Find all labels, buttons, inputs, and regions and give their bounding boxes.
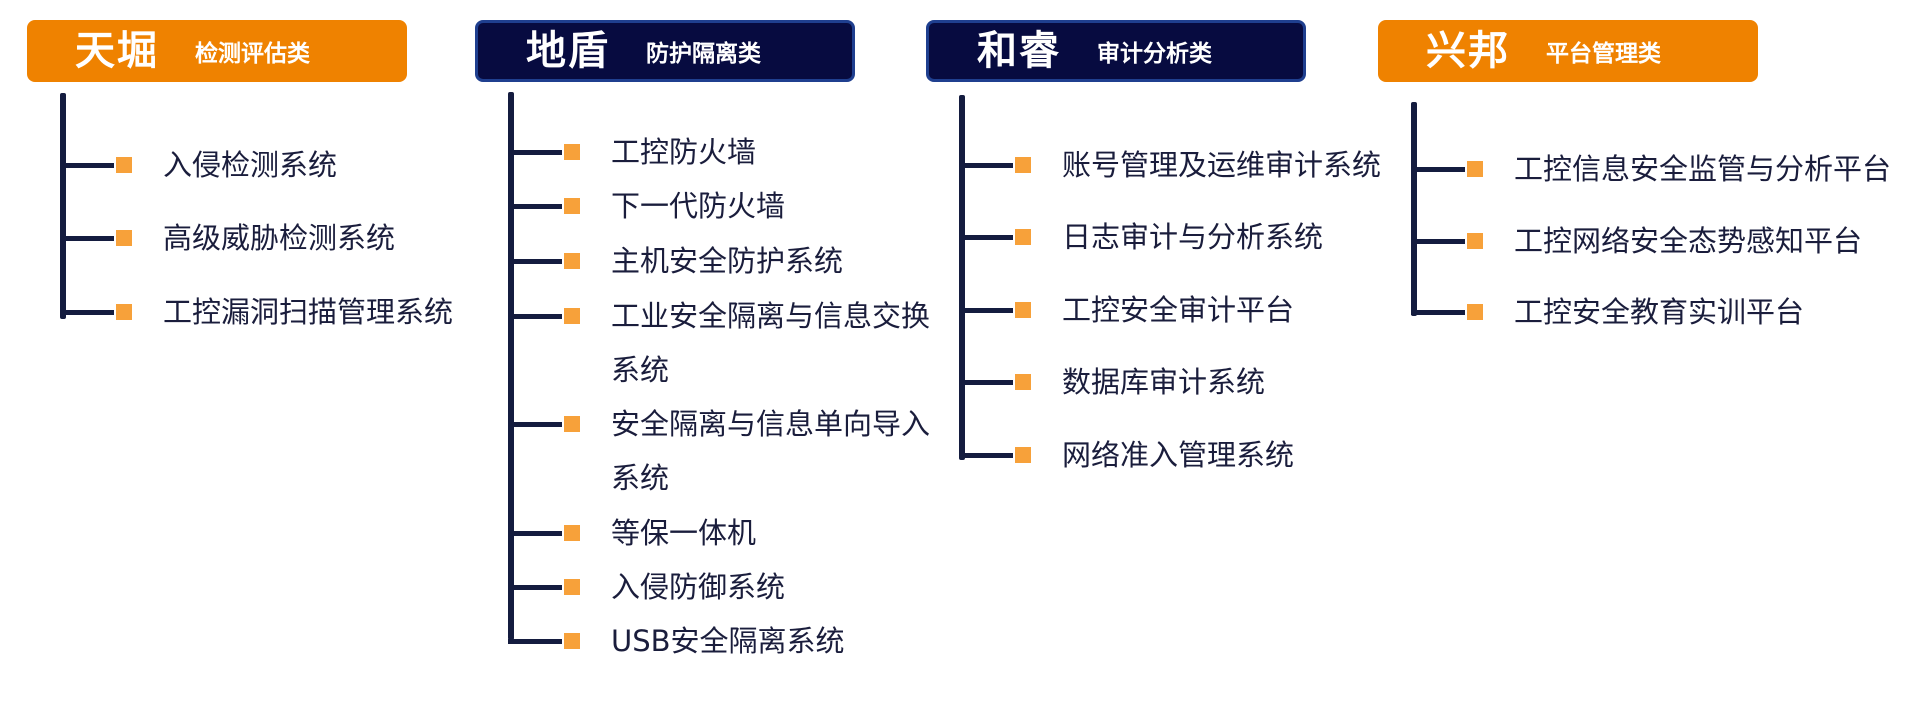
bullet-square-icon — [1015, 229, 1031, 245]
tree-branch — [1411, 239, 1465, 244]
tree-trunk — [1411, 102, 1417, 316]
tree-branch — [959, 380, 1013, 385]
brand-name: 地盾 — [526, 28, 610, 74]
bullet-square-icon — [1467, 161, 1483, 177]
product-label: 工控安全审计平台 — [1062, 293, 1295, 327]
tree-branch — [1411, 310, 1465, 315]
tree-trunk — [959, 95, 965, 460]
bullet-square-icon — [1015, 157, 1031, 173]
category-name: 审计分析类 — [1097, 41, 1212, 67]
tree-branch — [959, 308, 1013, 313]
product-label: USB安全隔离系统 — [611, 624, 845, 658]
tree-branch — [959, 163, 1013, 168]
product-label: 主机安全防护系统 — [611, 244, 844, 278]
product-item: 工控漏洞扫描管理系统 — [60, 292, 580, 332]
product-item: 入侵检测系统 — [60, 145, 580, 185]
product-item: 高级威胁检测系统 — [60, 218, 580, 258]
product-column-xingbang: 兴邦 平台管理类 工控信息安全监管与分析平台 工控网络安全态势感知平台 工控安全… — [1378, 0, 1898, 728]
product-label: 网络准入管理系统 — [1062, 438, 1295, 472]
bullet-square-icon — [116, 230, 132, 246]
tree-branch — [1411, 167, 1465, 172]
product-label: 安全隔离与信息单向导入系统 — [611, 407, 931, 495]
product-column-tianjue: 天堀 检测评估类 入侵检测系统 高级威胁检测系统 工控漏洞扫描管理系统 — [27, 0, 467, 728]
category-name: 平台管理类 — [1546, 41, 1661, 67]
product-item: 等保一体机 — [508, 513, 1028, 553]
product-column-dedun: 地盾 防护隔离类 工控防火墙 下一代防火墙 主机安全防护系统 工业安全隔离与信息… — [475, 0, 930, 728]
tree-branch — [508, 150, 562, 155]
product-item: 工控安全审计平台 — [959, 290, 1479, 330]
tree-branch — [508, 531, 562, 536]
bullet-square-icon — [564, 416, 580, 432]
brand-name: 兴邦 — [1426, 28, 1510, 74]
bullet-square-icon — [564, 579, 580, 595]
product-label: 工控安全教育实训平台 — [1514, 295, 1805, 329]
category-name: 防护隔离类 — [646, 41, 761, 67]
product-label: 下一代防火墙 — [611, 189, 786, 223]
product-label: 工控漏洞扫描管理系统 — [163, 295, 454, 329]
tree-branch — [60, 310, 114, 315]
category-name: 检测评估类 — [195, 41, 310, 67]
tree-trunk — [60, 93, 66, 319]
product-label: 数据库审计系统 — [1062, 365, 1266, 399]
product-item: 主机安全防护系统 — [508, 241, 1028, 281]
bullet-square-icon — [564, 525, 580, 541]
bullet-square-icon — [1467, 304, 1483, 320]
product-label: 入侵防御系统 — [611, 570, 786, 604]
product-label: 工控信息安全监管与分析平台 — [1514, 152, 1892, 186]
product-item: 工业安全隔离与信息交换系统 — [508, 296, 1028, 387]
bullet-square-icon — [564, 144, 580, 160]
category-header: 地盾 防护隔离类 — [475, 20, 855, 82]
product-label: 工业安全隔离与信息交换系统 — [611, 299, 931, 387]
bullet-square-icon — [1467, 233, 1483, 249]
bullet-square-icon — [116, 157, 132, 173]
product-label: 工控防火墙 — [611, 135, 757, 169]
product-item: 入侵防御系统 — [508, 567, 1028, 607]
tree-branch — [508, 204, 562, 209]
product-label: 账号管理及运维审计系统 — [1062, 148, 1382, 182]
bullet-square-icon — [1015, 374, 1031, 390]
product-item: USB安全隔离系统 — [508, 621, 1028, 661]
tree-trunk — [508, 92, 514, 640]
product-item: 工控防火墙 — [508, 132, 1028, 172]
category-header: 和睿 审计分析类 — [926, 20, 1306, 82]
bullet-square-icon — [564, 633, 580, 649]
product-label: 高级威胁检测系统 — [163, 221, 396, 255]
tree-branch — [508, 585, 562, 590]
product-item: 工控信息安全监管与分析平台 — [1411, 149, 1920, 189]
tree-branch — [60, 236, 114, 241]
product-item: 网络准入管理系统 — [959, 435, 1479, 475]
bullet-square-icon — [1015, 447, 1031, 463]
brand-name: 天堀 — [75, 28, 159, 74]
tree-branch — [508, 314, 562, 319]
product-item: 工控网络安全态势感知平台 — [1411, 221, 1920, 261]
bullet-square-icon — [116, 304, 132, 320]
bullet-square-icon — [564, 308, 580, 324]
product-item: 下一代防火墙 — [508, 186, 1028, 226]
product-item: 安全隔离与信息单向导入系统 — [508, 404, 1028, 495]
tree-branch — [508, 422, 562, 427]
tree-branch — [508, 639, 562, 644]
tree-branch — [959, 235, 1013, 240]
product-column-herui: 和睿 审计分析类 账号管理及运维审计系统 日志审计与分析系统 工控安全审计平台 … — [926, 0, 1396, 728]
tree-branch — [508, 259, 562, 264]
product-item: 工控安全教育实训平台 — [1411, 292, 1920, 332]
product-item: 数据库审计系统 — [959, 362, 1479, 402]
product-label: 等保一体机 — [611, 516, 757, 550]
brand-name: 和睿 — [977, 28, 1061, 74]
product-label: 日志审计与分析系统 — [1062, 220, 1324, 254]
tree-branch — [959, 453, 1013, 458]
bullet-square-icon — [564, 253, 580, 269]
product-label: 工控网络安全态势感知平台 — [1514, 224, 1863, 258]
category-header: 兴邦 平台管理类 — [1378, 20, 1758, 82]
tree-branch — [60, 163, 114, 168]
product-item: 账号管理及运维审计系统 — [959, 145, 1479, 185]
category-header: 天堀 检测评估类 — [27, 20, 407, 82]
product-item: 日志审计与分析系统 — [959, 217, 1479, 257]
product-label: 入侵检测系统 — [163, 148, 338, 182]
bullet-square-icon — [1015, 302, 1031, 318]
bullet-square-icon — [564, 198, 580, 214]
